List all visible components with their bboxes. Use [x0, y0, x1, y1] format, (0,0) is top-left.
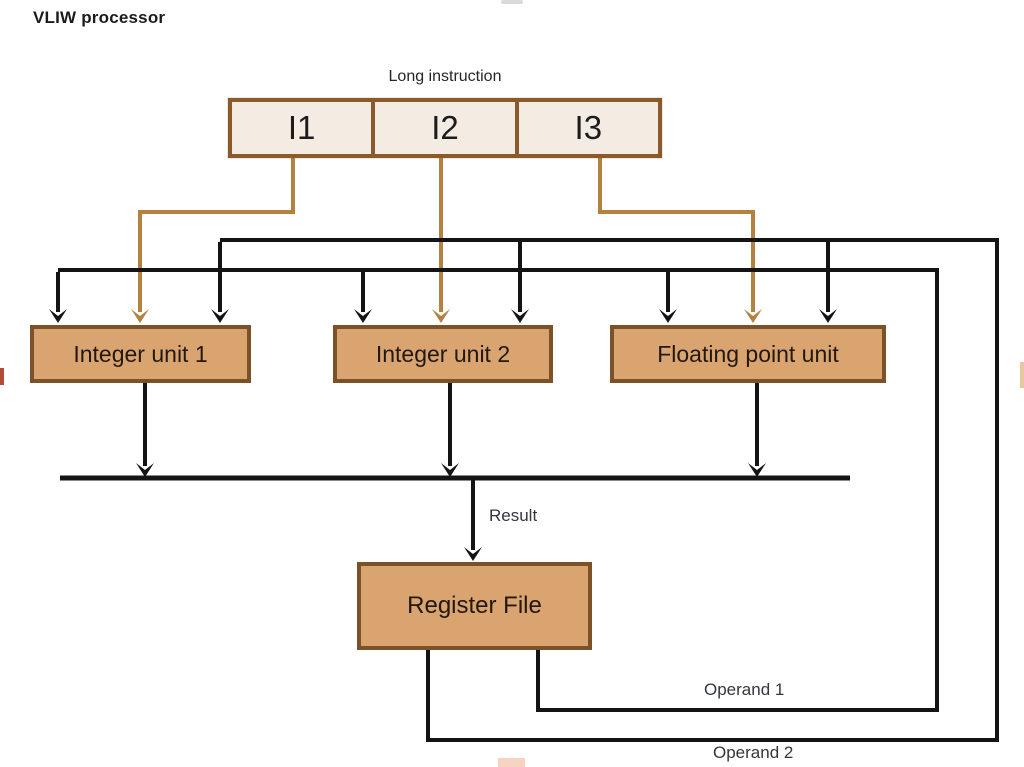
- page-title: VLIW processor: [33, 8, 166, 27]
- instruction-slot-i3: I3: [514, 102, 658, 154]
- instruction-dispatch-lines: [138, 157, 755, 312]
- integer-unit-2-box: Integer unit 2: [333, 325, 553, 383]
- floating-point-unit-box: Floating point unit: [610, 325, 886, 383]
- long-instruction-label: Long instruction: [388, 68, 502, 85]
- operand2-label: Operand 2: [713, 743, 794, 762]
- slide-edge-artifact-right: [1020, 362, 1024, 388]
- unit-output-lines: [143, 382, 759, 466]
- operand1-label: Operand 1: [704, 680, 785, 699]
- long-instruction-box: I1 I2 I3: [228, 98, 662, 158]
- integer-unit-1-box: Integer unit 1: [30, 325, 251, 383]
- instruction-slot-i2: I2: [371, 102, 515, 154]
- dispatch-line-i1: [138, 157, 295, 312]
- register-file-box: Register File: [357, 562, 592, 650]
- arrowheads-brown: [131, 309, 762, 323]
- instruction-slot-i1: I1: [232, 102, 372, 154]
- result-label: Result: [489, 506, 538, 525]
- slide-edge-artifact-bottom: [498, 758, 525, 767]
- slide-edge-artifact-top: [501, 0, 523, 4]
- dispatch-line-i3: [598, 157, 755, 312]
- operand-bus-lines: [56, 238, 999, 742]
- operand2-bus: [220, 238, 999, 742]
- slide-edge-artifact-left: [0, 368, 4, 385]
- operand1-bus: [58, 268, 939, 712]
- arrowheads-black: [49, 309, 837, 561]
